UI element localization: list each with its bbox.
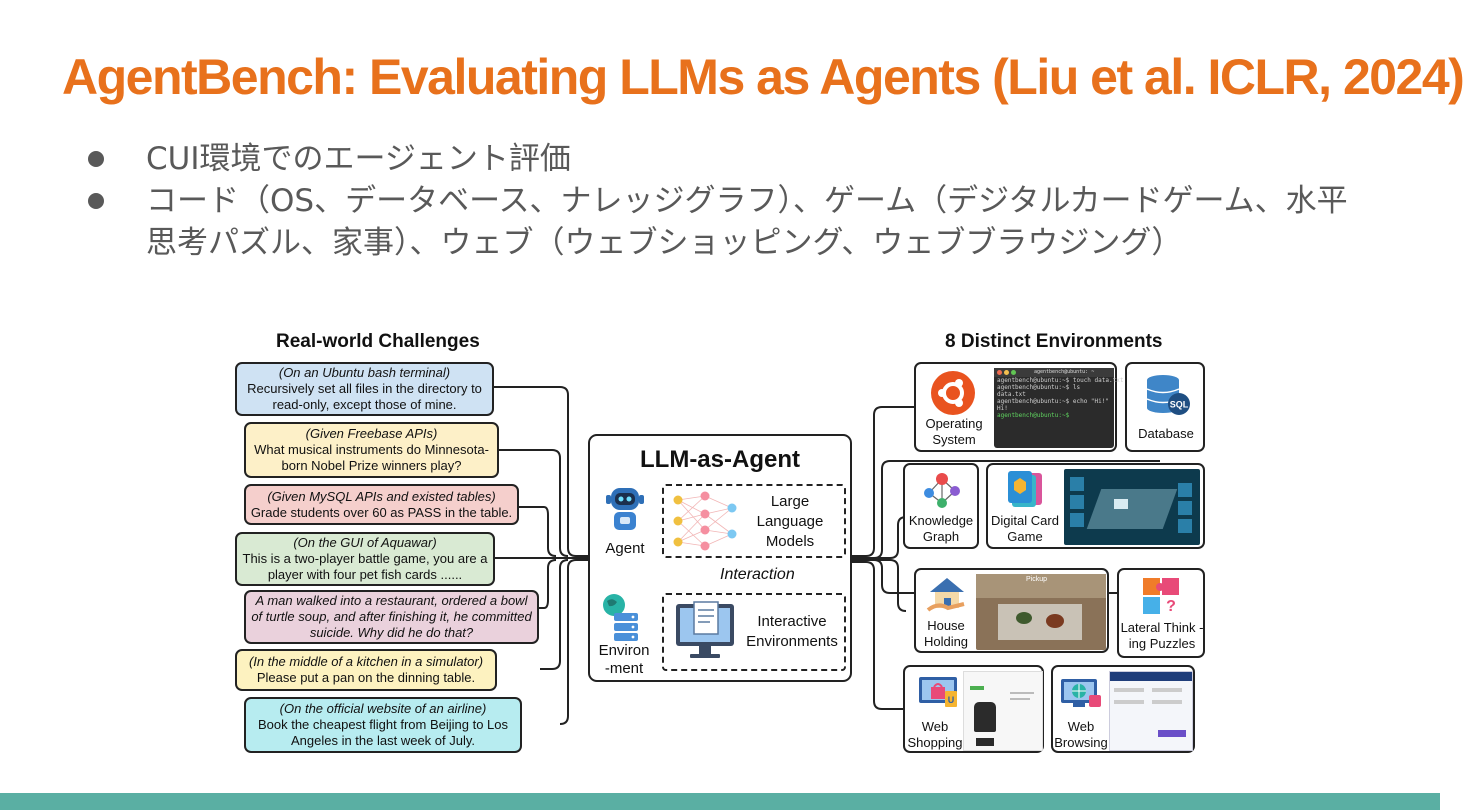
house-icon [926,578,965,612]
env-label-house: House Holding [923,618,969,649]
environment-icon [603,594,638,641]
terminal-line: data.txt [997,391,1026,398]
env-label-shop: Web Shopping [907,719,963,750]
terminal-close-icon [997,370,1002,375]
ubuntu-icon [931,371,975,415]
kitchen-screenshot: Pickup [976,574,1106,650]
card-game-screenshot [1064,469,1200,545]
browsing-icon [1061,679,1101,707]
terminal-window: agentbench@ubuntu: ~ agentbench@ubuntu:~… [994,368,1124,448]
llm-as-agent-title: LLM-as-Agent [640,446,800,473]
env-web-browsing: Web Browsing [1051,665,1195,753]
svg-text:U: U [948,695,955,705]
llm-dashed-box [662,484,846,558]
challenge-box: (On the GUI of Aquawar) This is a two-pl… [235,532,495,586]
database-icon: SQL [1146,375,1190,415]
challenge-text: Book the cheapest flight from Beijing to… [257,717,509,748]
neural-network-icon [673,491,737,551]
bullet-dot-icon [88,193,104,209]
bullet-item: コード（OS、データベース、ナレッジグラフ）、ゲーム（デジタルカードゲーム、水平… [88,180,1378,264]
bottom-accent-bar [0,793,1440,810]
bullet-list: CUI環境でのエージェント評価 コード（OS、データベース、ナレッジグラフ）、ゲ… [88,138,1378,264]
terminal-line: Hi! [997,405,1008,412]
env-label-browse: Web Browsing [1054,719,1108,750]
robot-icon [606,488,644,530]
right-header: 8 Distinct Environments [945,331,1163,352]
bullet-text: コード（OS、データベース、ナレッジグラフ）、ゲーム（デジタルカードゲーム、水平… [146,183,1348,261]
env-house-holding: House Holding Pickup [914,568,1109,653]
terminal-line: agentbench@ubuntu:~$ touch data.txt [997,377,1124,384]
llm-as-agent-box: LLM-as-Agent Agent Larg [588,434,852,682]
terminal-line: agentbench@ubuntu:~$ [997,412,1070,419]
terminal-line: agentbench@ubuntu:~$ echo "Hi!" [997,398,1109,405]
env-web-shopping: U Web Shopping [903,665,1044,753]
env-label-card: Digital Card Game [991,513,1059,544]
sql-badge-text: SQL [1170,400,1189,410]
card-game-icon [1008,471,1042,507]
challenge-context: (On the official website of an airline) [279,701,487,716]
challenge-text: Please put a pan on the dinning table. [256,670,476,685]
shopping-icon: U [919,677,957,707]
terminal-title: agentbench@ubuntu: ~ [1034,369,1095,375]
agent-label: Agent [605,540,645,557]
env-operating-system: Operating System agentbench@ubuntu: ~ ag… [914,362,1124,452]
bullet-item: CUI環境でのエージェント評価 [88,138,1378,180]
shopping-screenshot [963,671,1043,751]
terminal-max-icon [1011,370,1016,375]
challenge-text: A man walked into a restaurant, ordered … [251,593,532,640]
browsing-screenshot [1109,671,1193,751]
env-label-os: Operating System [925,416,983,447]
challenge-context: (In the middle of a kitchen in a simulat… [248,654,484,669]
agentbench-figure: Real-world Challenges 8 Distinct Environ… [230,325,1210,765]
svg-text:?: ? [1166,598,1176,615]
challenge-context: (On an Ubuntu bash terminal) [278,365,451,380]
bullet-dot-icon [88,151,104,167]
kitchen-caption: Pickup [1026,576,1048,583]
challenge-context: (On the GUI of Aquawar) [293,535,437,550]
env-knowledge-graph: Knowledge Graph [903,463,979,549]
env-label-db: Database [1138,426,1194,441]
terminal-line: agentbench@ubuntu:~$ ls [997,384,1081,391]
challenge-box: (On an Ubuntu bash terminal) Recursively… [235,362,494,416]
environment-label: Environ -ment [598,642,650,677]
left-header: Real-world Challenges [276,331,480,352]
challenge-context: (Given Freebase APIs) [305,426,438,441]
monitor-document-icon [676,601,734,658]
interactive-env-label: Interactive Environments [746,613,838,650]
terminal-min-icon [1004,370,1009,375]
challenge-text: Grade students over 60 as PASS in the ta… [250,504,513,520]
llm-label: Large Language Models [756,493,824,550]
env-label-puzzle: Lateral Think -ing Puzzles [1120,620,1204,651]
challenge-box: (Given MySQL APIs and existed tables) Gr… [244,484,519,525]
challenge-box: (On the official website of an airline) … [244,697,522,753]
interaction-label: Interaction [720,566,795,583]
env-dashed-box [662,593,846,671]
env-label-kg: Knowledge Graph [908,513,974,544]
env-digital-card-game: Digital Card Game [986,463,1205,549]
knowledge-graph-icon [924,473,960,508]
bullet-text: CUI環境でのエージェント評価 [146,141,571,177]
puzzle-icon: ? [1143,578,1179,615]
env-database: SQL Database [1125,362,1205,452]
challenge-context: (Given MySQL APIs and existed tables) [267,488,496,504]
env-lateral-thinking: ? Lateral Think -ing Puzzles [1117,568,1205,658]
challenge-box: (Given Freebase APIs) What musical instr… [244,422,499,478]
challenge-text: This is a two-player battle game, you ar… [242,551,488,582]
challenge-box: (In the middle of a kitchen in a simulat… [235,649,497,691]
slide-title: AgentBench: Evaluating LLMs as Agents (L… [62,49,1463,105]
challenge-box: A man walked into a restaurant, ordered … [244,590,539,644]
challenge-text: What musical instruments do Minnesota-bo… [254,442,489,473]
challenge-text: Recursively set all files in the directo… [247,381,482,412]
